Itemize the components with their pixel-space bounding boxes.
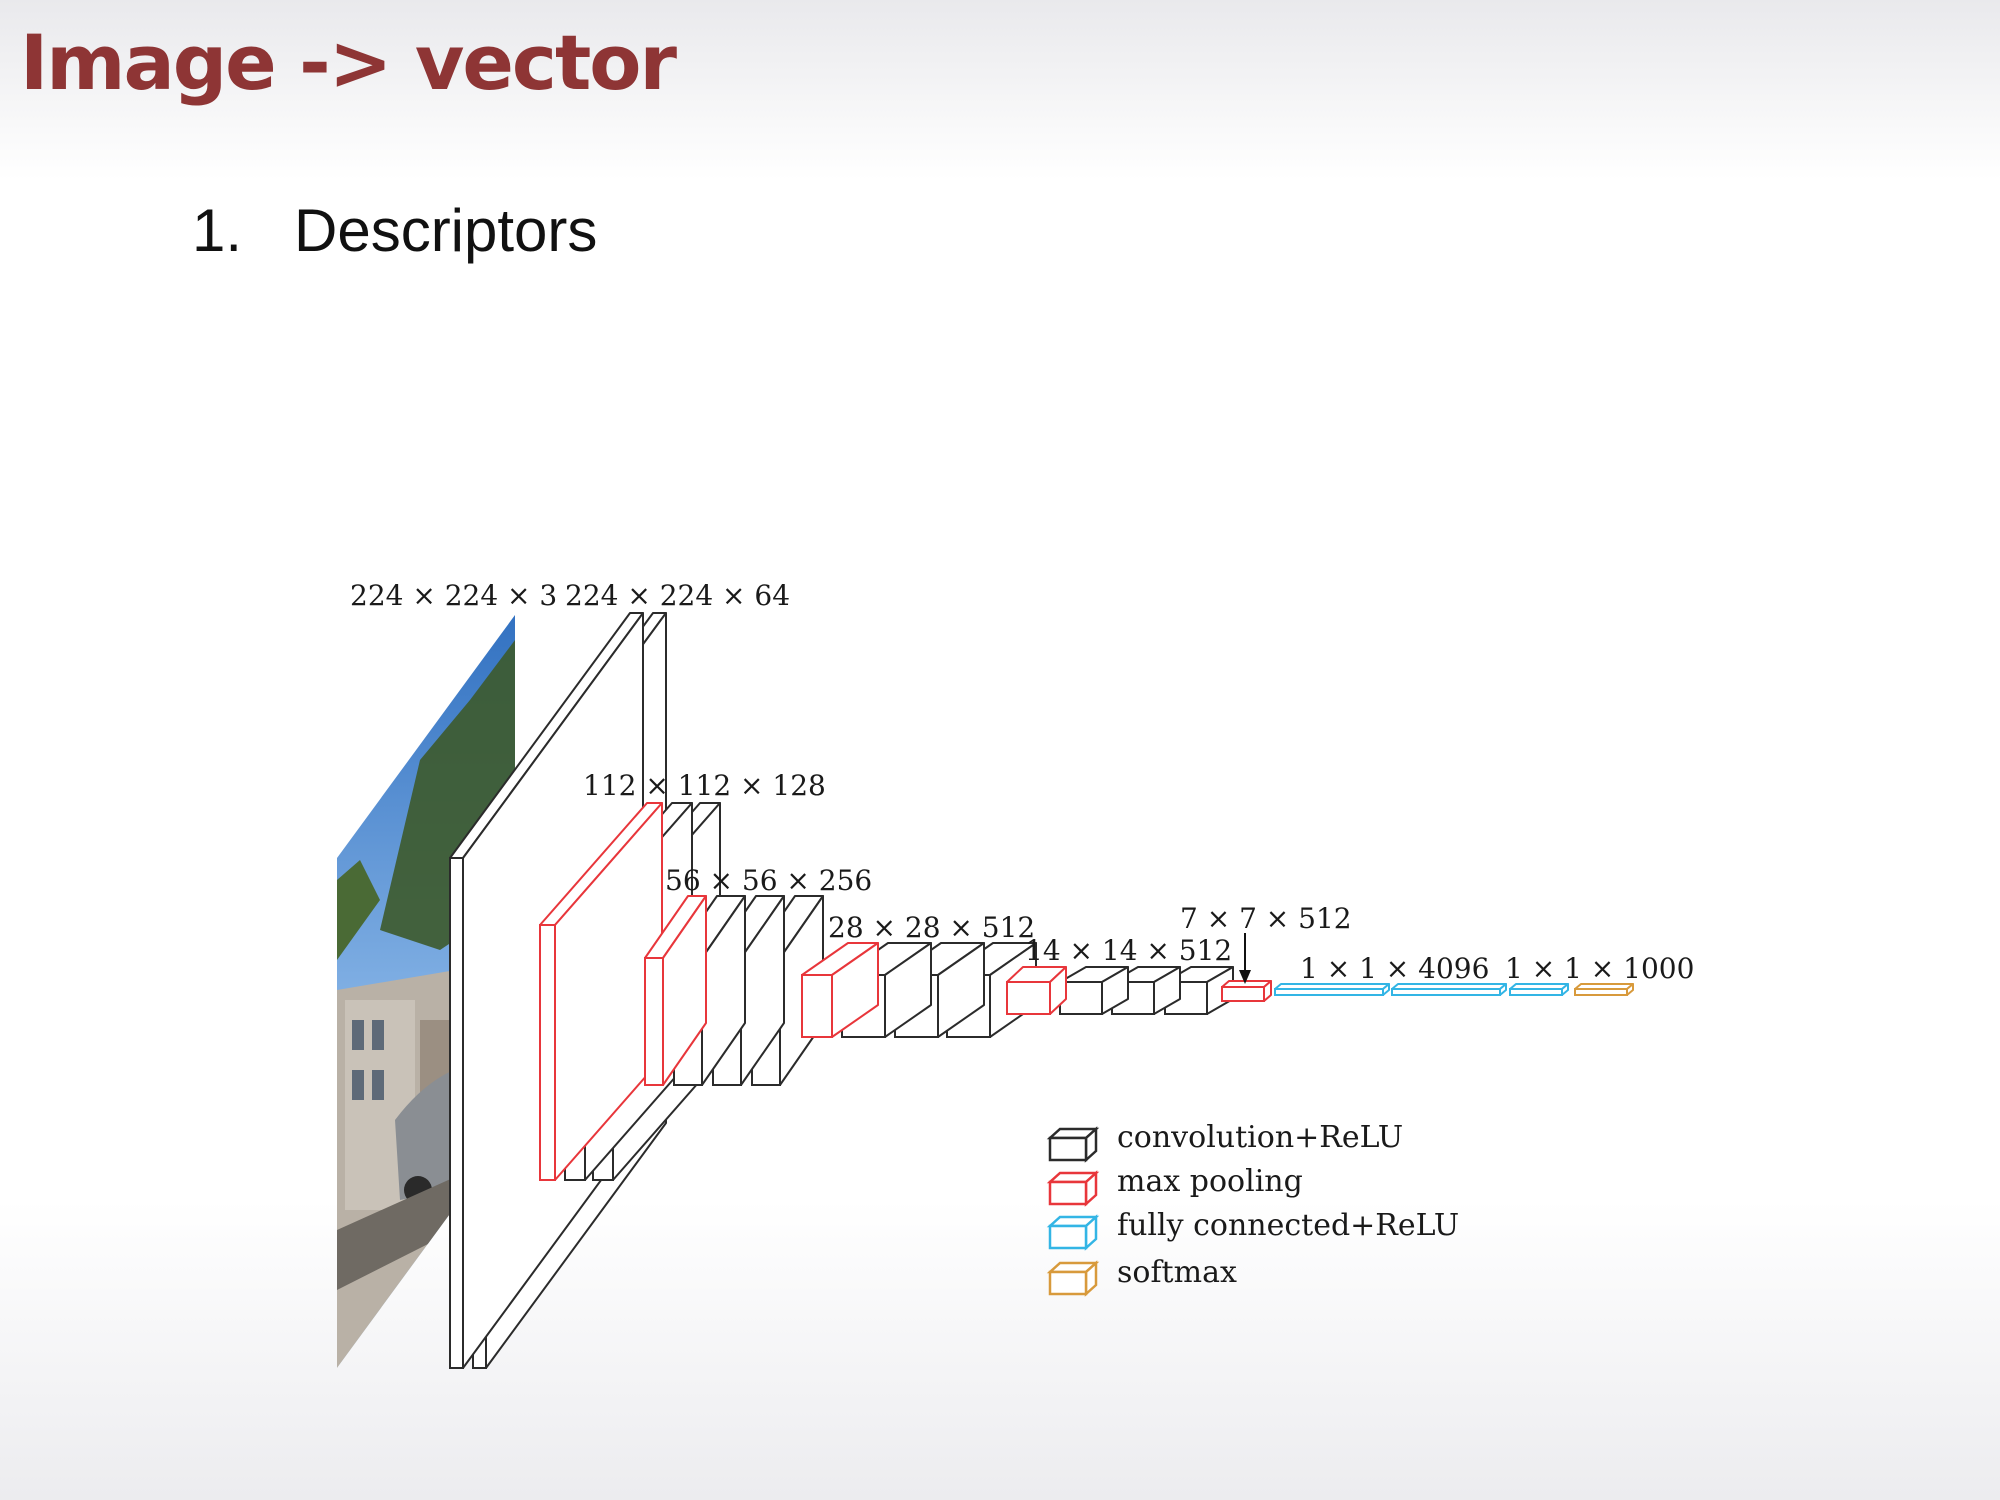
legend-icon-pool (1046, 1170, 1100, 1207)
label-fc-dims: 1 × 1 × 4096 (1300, 952, 1489, 985)
bullet-number: 1. (192, 197, 243, 264)
legend-label-conv: convolution+ReLU (1117, 1120, 1403, 1155)
label-conv1-dims: 224 × 224 × 64 (565, 579, 790, 612)
legend-label-pool: max pooling (1117, 1164, 1303, 1199)
label-conv3-dims: 56 × 56 × 256 (665, 864, 872, 897)
pool1-layer (539, 802, 663, 1181)
pool5-arrow (1239, 933, 1251, 984)
label-softmax-dims: 1 × 1 × 1000 (1505, 952, 1694, 985)
pool5-layer (1221, 980, 1272, 1002)
label-input-dims: 224 × 224 × 3 (350, 579, 557, 612)
legend-icon-softmax (1046, 1260, 1100, 1297)
slide-title: Image -> vector (20, 18, 677, 107)
label-conv5-dims: 14 × 14 × 512 (1025, 934, 1232, 967)
legend-icon-fc (1046, 1214, 1100, 1251)
legend-label-softmax: softmax (1117, 1255, 1237, 1290)
fc1-layer (1274, 983, 1390, 996)
bullet-text: Descriptors (294, 197, 598, 264)
fc2-layer (1391, 983, 1507, 996)
bullet-item: 1. Descriptors (192, 196, 597, 265)
pool3-layer (801, 942, 879, 1038)
legend-label-fc: fully connected+ReLU (1117, 1208, 1459, 1243)
pool4-layer (1006, 966, 1067, 1015)
legend-icon-conv (1046, 1126, 1100, 1163)
softmax-layer (1574, 983, 1634, 996)
layer-blocks (449, 612, 1634, 1369)
fc3-layer (1509, 983, 1569, 996)
label-conv4-dims: 28 × 28 × 512 (828, 911, 1035, 944)
legend: convolution+ReLU max pooling fully conne… (1046, 1120, 1459, 1297)
label-conv2-dims: 112 × 112 × 128 (583, 769, 826, 802)
pool2-layer (644, 895, 707, 1086)
label-pool5-dims: 7 × 7 × 512 (1180, 902, 1352, 935)
